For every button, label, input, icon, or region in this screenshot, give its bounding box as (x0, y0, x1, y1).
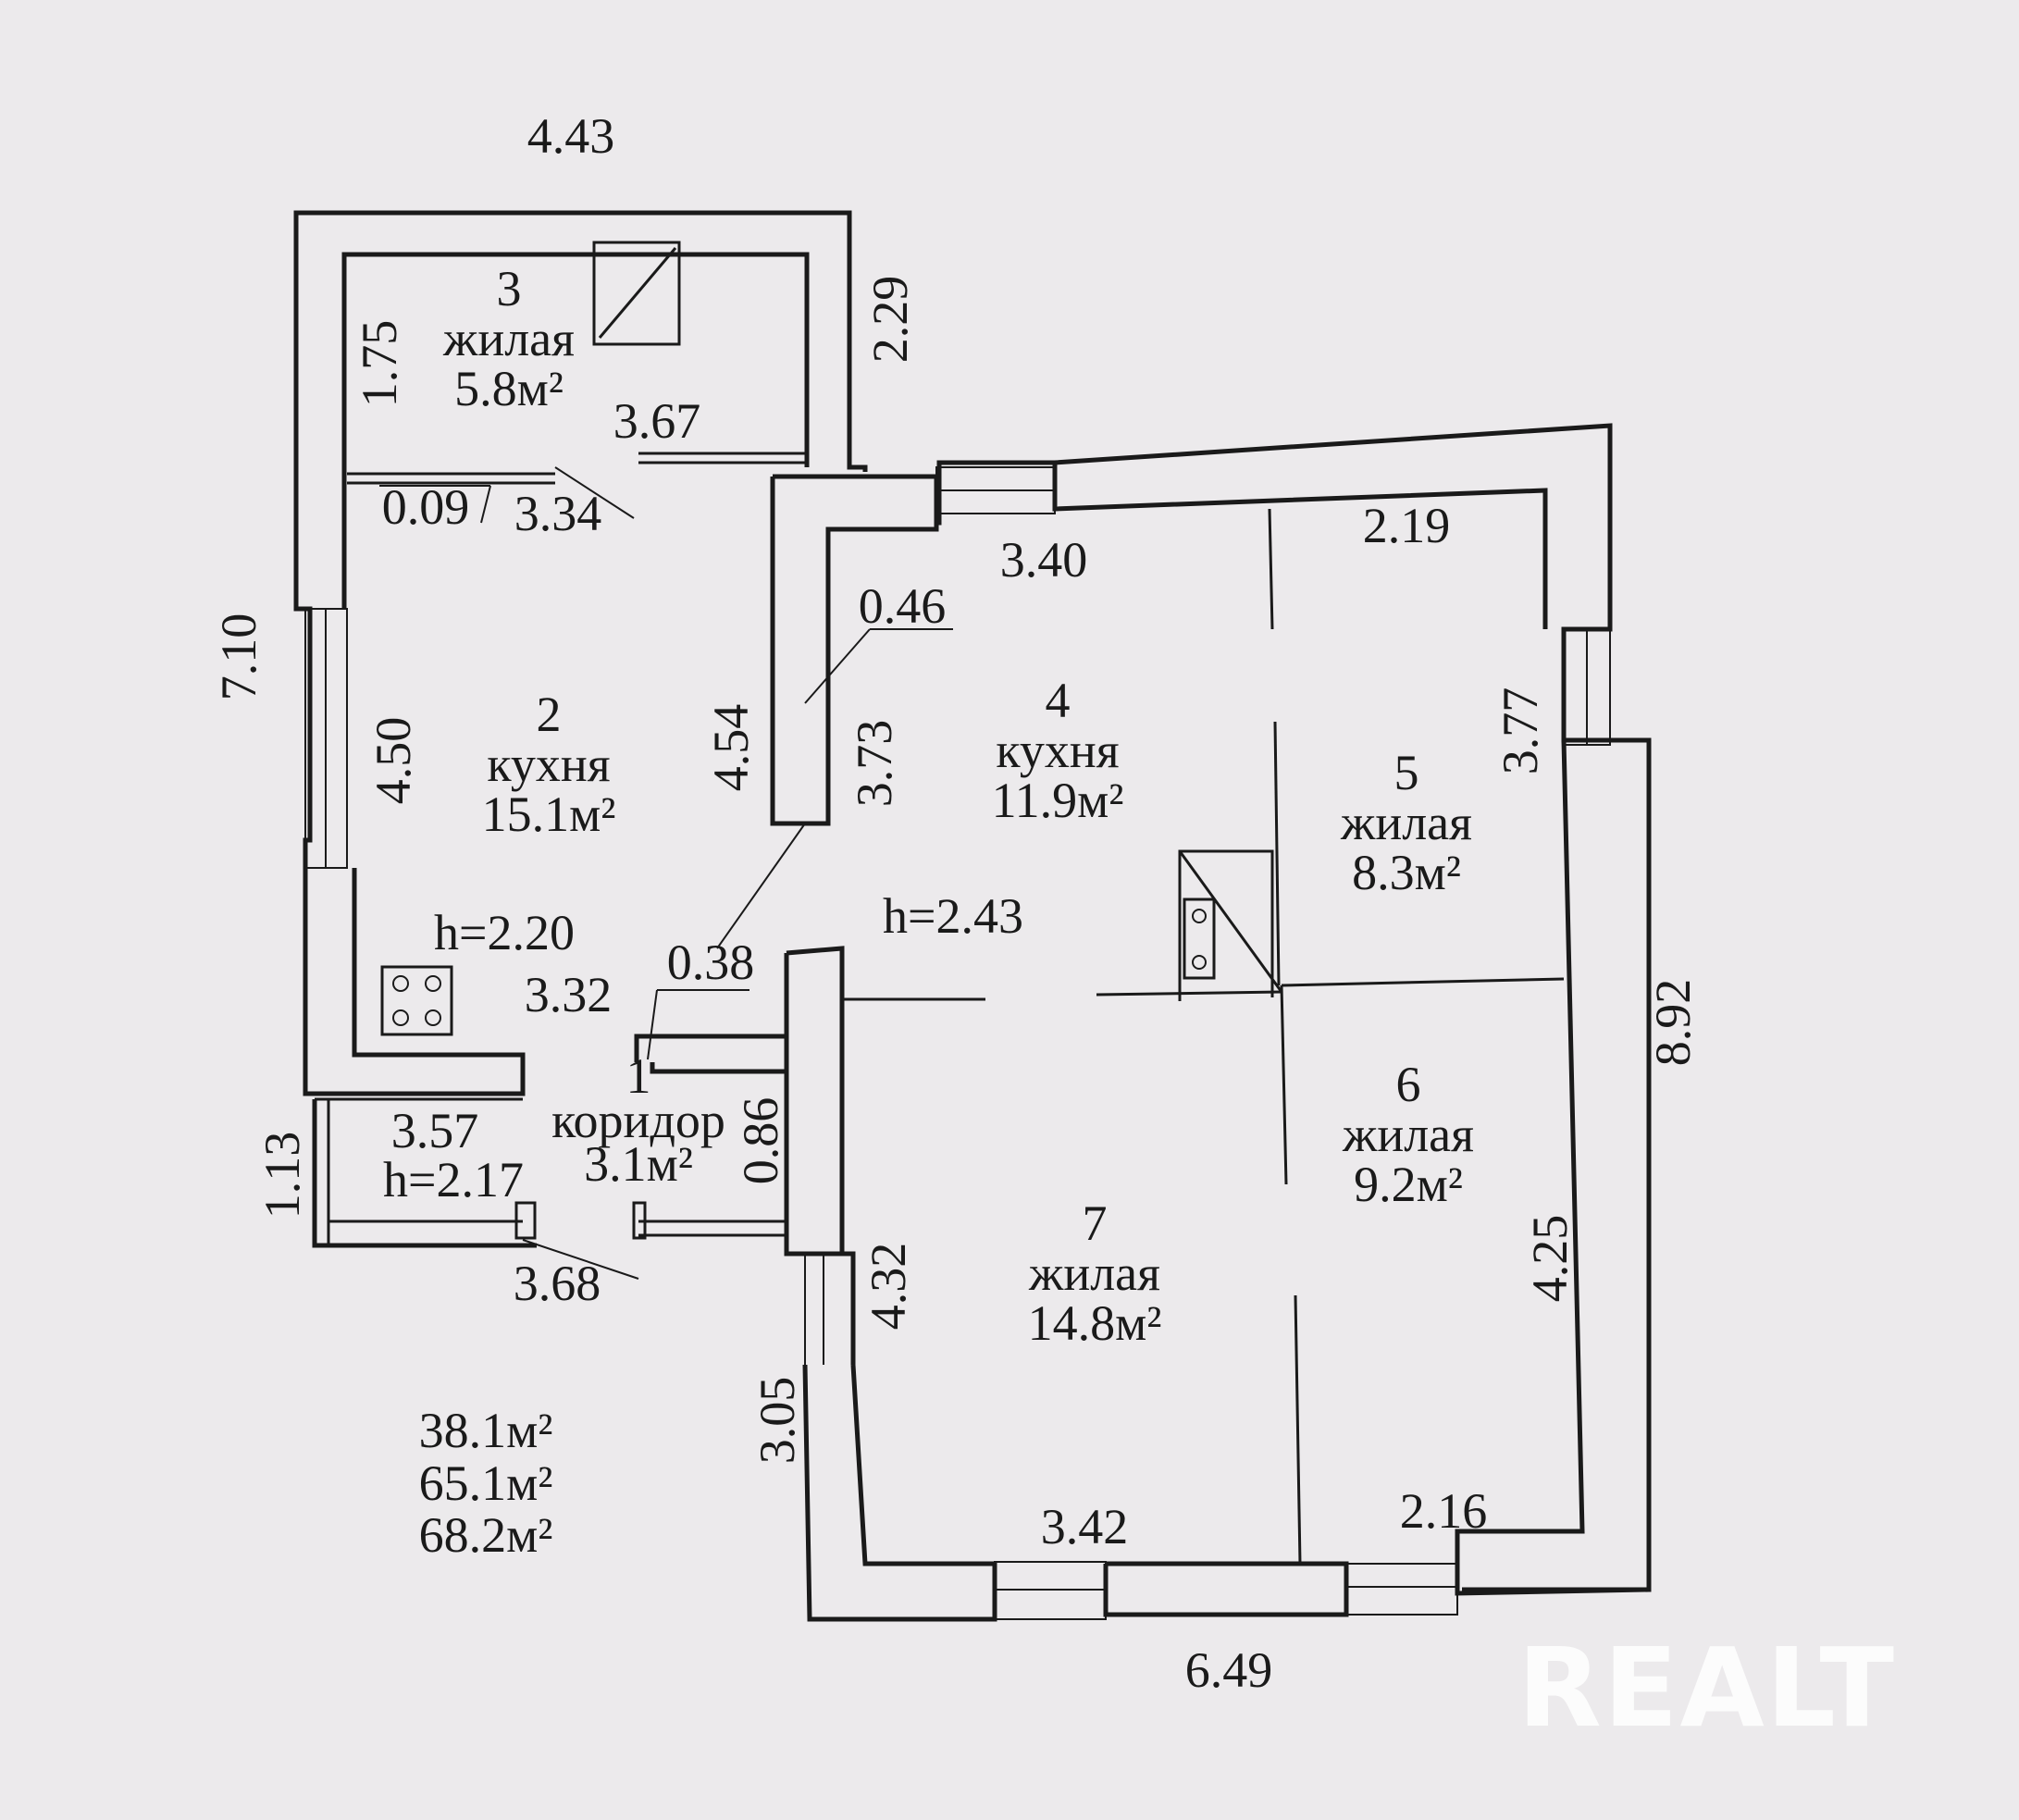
dim-corridor-bottom: 3.68 (513, 1256, 601, 1311)
dim-room5-right: 3.77 (1493, 687, 1548, 775)
dim-room7-bottom: 3.42 (1040, 1499, 1129, 1554)
stove-icon (380, 965, 453, 1036)
room-4-label: 4 кухня 11.9м² (992, 675, 1124, 825)
dim-room2-right: 4.54 (703, 703, 759, 792)
dim-corridor-left: 1.13 (254, 1131, 310, 1220)
left-lower-wall (303, 868, 526, 1096)
room-7-name: жилая (1029, 1245, 1160, 1301)
dim-room2-top: 3.34 (514, 486, 602, 541)
dim-wall-0-38: 0.38 (666, 935, 755, 990)
room-6-label: 6 жилая 9.2м² (1343, 1059, 1474, 1209)
room-1-label: 1 коридор 3.1м² (551, 1048, 725, 1193)
room-3-name: жилая (443, 311, 575, 366)
dim-lower-left: 3.05 (749, 1376, 805, 1465)
dim-room5-top: 2.19 (1362, 498, 1451, 553)
room-6-name: жилая (1343, 1107, 1474, 1162)
height-main: h=2.43 (883, 888, 1023, 944)
room-7-number: 7 (1082, 1195, 1108, 1251)
bottom-window-2 (1345, 1563, 1458, 1616)
room-5-name: жилая (1341, 795, 1472, 850)
room-2-number: 2 (536, 687, 562, 742)
dim-partition: 0.09 (381, 479, 470, 535)
room-2-name: кухня (487, 737, 611, 792)
dim-room7-left: 4.32 (861, 1242, 916, 1331)
total-living-area: 38.1м² (418, 1403, 553, 1458)
room-7-area: 14.8м² (1027, 1295, 1162, 1351)
dim-room2-height: 4.50 (365, 716, 421, 805)
room-2-label: 2 кухня 15.1м² (482, 689, 616, 839)
corridor-walls (312, 1099, 537, 1248)
dim-left-height: 7.10 (211, 613, 266, 701)
dim-corridor-top: 3.57 (390, 1103, 479, 1158)
room-6-area: 9.2м² (1354, 1157, 1463, 1212)
dim-room3-width: 3.67 (613, 393, 701, 449)
left-outer-wall (293, 210, 868, 872)
dim-room4-left: 3.73 (847, 719, 902, 808)
room-4-name: кухня (996, 723, 1120, 778)
room-6-number: 6 (1395, 1057, 1421, 1112)
dim-room4-top: 3.40 (999, 532, 1088, 588)
dim-top-width: 4.43 (526, 108, 615, 164)
area-totals: 38.1м² 65.1м² 68.2м² (419, 1405, 553, 1562)
dim-room3-height: 1.75 (352, 319, 407, 408)
room-5-area: 8.3м² (1352, 845, 1461, 900)
realt-watermark-logo: REALT (1517, 1624, 1896, 1752)
total-area: 68.2м² (418, 1507, 553, 1564)
room-5-label: 5 жилая 8.3м² (1341, 748, 1472, 898)
room-3-area: 5.8м² (454, 361, 564, 416)
dim-wing-right: 2.29 (862, 275, 918, 364)
dim-right-height: 8.92 (1645, 978, 1701, 1067)
room-2-area: 15.1м² (481, 786, 616, 842)
height-kitchen2: h=2.20 (434, 905, 575, 960)
dim-bottom-width: 6.49 (1184, 1642, 1273, 1698)
room-1-area: 3.1м² (584, 1136, 693, 1193)
room-1-number: 1 (626, 1048, 651, 1104)
leader-line (716, 823, 806, 949)
height-corridor: h=2.17 (383, 1152, 524, 1207)
dim-room6-right: 4.25 (1522, 1214, 1578, 1303)
room-4-area: 11.9м² (991, 773, 1124, 828)
wardrobe-icon (592, 241, 681, 346)
dim-corridor-width: 0.86 (733, 1096, 788, 1185)
oven-icon (1178, 849, 1274, 1001)
left-inner-wall (341, 252, 810, 609)
room-3-number: 3 (496, 261, 522, 316)
total-useful-area: 65.1м² (418, 1455, 553, 1511)
room-4-number: 4 (1045, 673, 1071, 728)
dim-room2-bottom: 3.32 (524, 967, 613, 1022)
dim-room6-bottom: 2.16 (1399, 1483, 1488, 1539)
room-7-label: 7 жилая 14.8м² (1028, 1198, 1162, 1348)
room-5-number: 5 (1393, 745, 1419, 800)
dim-wall-0-46: 0.46 (858, 578, 947, 634)
room-1-name: коридор (551, 1092, 725, 1148)
room-3-label: 3 жилая 5.8м² (443, 264, 575, 414)
